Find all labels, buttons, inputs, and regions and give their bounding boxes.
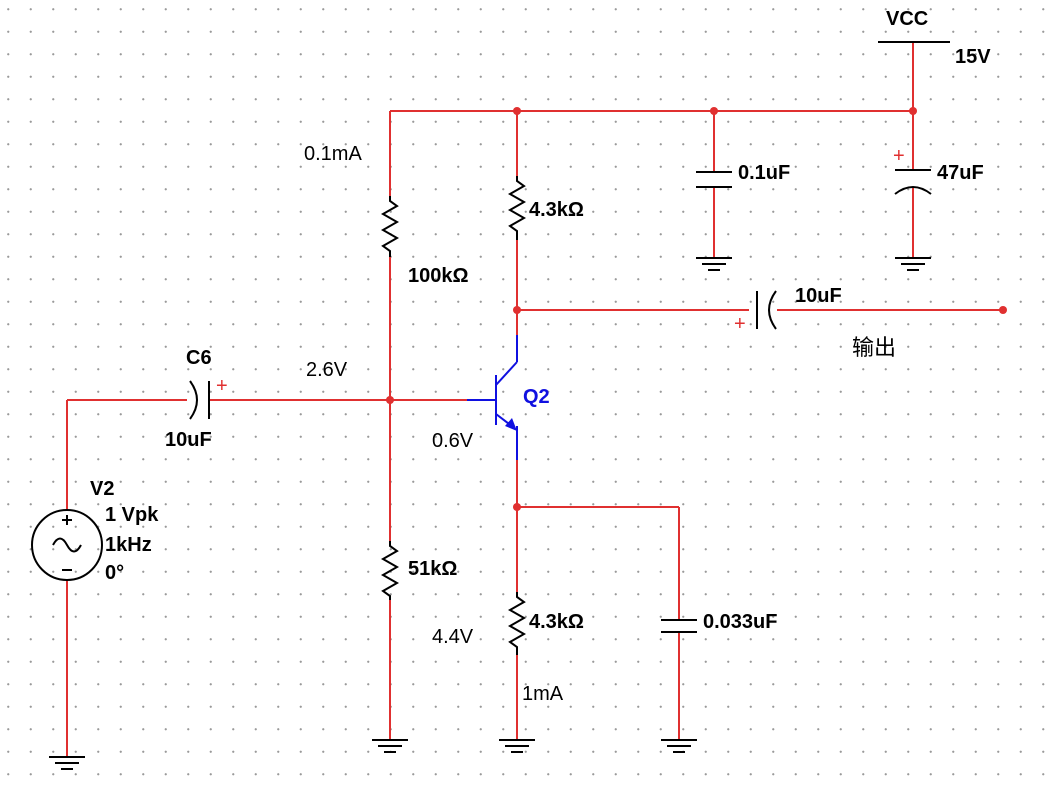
capacitor-cout <box>756 290 777 330</box>
q2-label: Q2 <box>523 386 550 408</box>
resistor-r2 <box>380 541 400 600</box>
vcc-value: 15V <box>955 46 991 68</box>
output-label: 输出 <box>852 335 897 360</box>
capacitor-c6 <box>189 380 210 420</box>
junction-dot <box>513 306 521 314</box>
v2-name: V2 <box>90 478 115 500</box>
vbe-label: 0.6V <box>432 430 474 452</box>
c6-plus: + <box>216 375 228 397</box>
cd1-value: 0.1uF <box>738 162 791 184</box>
capacitor-cd1 <box>696 171 732 188</box>
r1-value: 100kΩ <box>408 265 469 287</box>
r2-value: 51kΩ <box>408 558 458 580</box>
resistor-r1 <box>380 196 400 257</box>
cd2-value: 47uF <box>937 162 984 184</box>
resistor-re <box>507 592 527 655</box>
ground-symbols <box>49 257 931 770</box>
v2-frequency: 1kHz <box>105 534 152 556</box>
r1-current: 0.1mA <box>304 143 362 165</box>
emitter-voltage: 4.4V <box>432 626 474 648</box>
ground-icon <box>372 739 408 753</box>
junctions <box>386 107 1007 511</box>
re-value: 4.3kΩ <box>529 611 584 633</box>
output-terminal <box>999 306 1007 314</box>
capacitor-cd2 <box>894 169 932 195</box>
ground-icon <box>49 756 85 770</box>
emitter-current: 1mA <box>522 683 564 705</box>
c6-value: 10uF <box>165 429 212 451</box>
v2-amplitude: 1 Vpk <box>105 504 159 526</box>
junction-dot <box>386 396 394 404</box>
cd2-plus: + <box>893 145 905 167</box>
rc-value: 4.3kΩ <box>529 199 584 221</box>
ground-icon <box>499 739 535 753</box>
cout-plus: + <box>734 313 746 335</box>
ground-icon <box>661 739 697 753</box>
ac-source-v2 <box>31 509 103 581</box>
junction-dot <box>513 503 521 511</box>
c6-name: C6 <box>186 347 212 369</box>
ground-icon <box>696 257 732 271</box>
resistor-rc <box>507 176 527 240</box>
ce-value: 0.033uF <box>703 611 778 633</box>
vcc-label: VCC <box>886 8 929 30</box>
v2-phase: 0° <box>105 562 125 584</box>
capacitor-ce <box>661 619 697 633</box>
wires <box>66 42 1003 757</box>
cout-value: 10uF <box>795 285 842 307</box>
junction-dot <box>710 107 718 115</box>
ground-icon <box>895 257 931 271</box>
transistor-q2 <box>467 335 518 460</box>
junction-dot <box>909 107 917 115</box>
base-voltage: 2.6V <box>306 359 348 381</box>
junction-dot <box>513 107 521 115</box>
